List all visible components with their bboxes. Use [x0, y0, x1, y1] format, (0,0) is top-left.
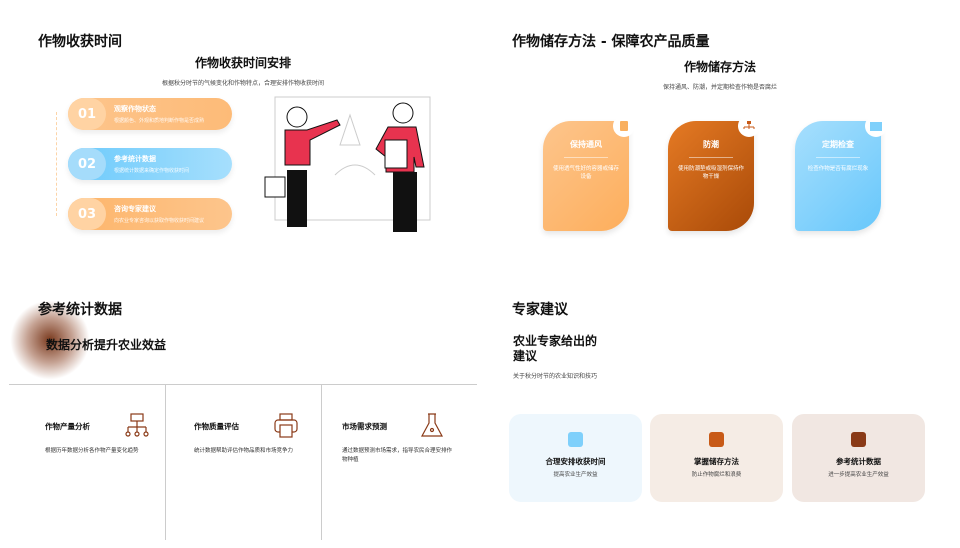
section-desc: 保持通风、防潮，并定期检查作物是否腐烂 — [662, 84, 777, 91]
timeline-line — [56, 112, 57, 216]
step-desc: 向农业专家咨询以获取作物收获时间建议 — [114, 218, 205, 224]
column-desc: 通过数据预测市场需求，指导农民合理安排作物种植 — [342, 448, 453, 463]
stats-column: 作物产量分析 根据历年数据分析各作物产量变化趋势 — [45, 385, 155, 540]
image-icon — [865, 115, 887, 137]
card-title: 定期检查 — [822, 140, 854, 149]
section-heading: 农业专家给出的建议 — [513, 334, 598, 363]
step-3: 03 咨询专家建议向农业专家咨询以获取作物收获时间建议 — [68, 198, 232, 230]
step-title: 参考统计数据 — [114, 155, 156, 163]
column-desc: 根据历年数据分析各作物产量变化趋势 — [45, 448, 139, 454]
card-title: 防潮 — [703, 140, 719, 149]
advice-card: 合理安排收获时间 提高农业生产效益 — [509, 414, 642, 502]
card-desc: 提高农业生产效益 — [553, 472, 598, 478]
step-desc: 根据颜色、外观和质地判断作物是否成熟 — [114, 118, 205, 124]
chat-icon — [851, 432, 866, 447]
advice-card: 参考统计数据 进一步提高农业生产效益 — [792, 414, 925, 502]
section-desc: 关于秋分时节的农业知识和技巧 — [513, 373, 598, 380]
column-title: 市场需求预测 — [342, 422, 387, 431]
inbox-icon — [568, 432, 583, 447]
section-subtitle: 作物储存方法 — [683, 60, 756, 74]
stats-column: 市场需求预测 通过数据预测市场需求，指导农民合理安排作物种植 — [342, 385, 452, 540]
printer-icon — [274, 413, 298, 438]
step-desc: 根据统计数据来确定作物收获时间 — [114, 168, 190, 174]
card-title: 合理安排收获时间 — [545, 457, 606, 466]
card-desc: 使用透气性好的容器或储存设备 — [552, 166, 619, 181]
section-desc: 根据秋分时节的气候变化和作物特点，合理安排作物收获时间 — [161, 80, 324, 87]
card-desc: 检查作物是否有腐烂现象 — [807, 166, 869, 172]
card-title: 保持通风 — [570, 140, 602, 149]
divider — [321, 385, 322, 540]
decorative-blur — [10, 300, 90, 380]
harvest-slide: 作物收获时间 作物收获时间安排 根据秋分时节的气候变化和作物特点，合理安排作物收… — [0, 0, 480, 274]
card-desc: 防止作物腐烂和浪费 — [691, 472, 742, 478]
slide-title: 专家建议 — [512, 302, 568, 318]
column-title: 作物质量评估 — [194, 422, 239, 431]
hierarchy-icon — [125, 413, 149, 437]
hierarchy-icon — [738, 115, 760, 137]
card-title: 掌握储存方法 — [694, 457, 739, 466]
flask-icon — [420, 413, 444, 437]
advice-card: 掌握储存方法 防止作物腐烂和浪费 — [650, 414, 783, 502]
gear-icon — [709, 432, 724, 447]
step-number: 03 — [68, 198, 106, 230]
card-title: 参考统计数据 — [836, 457, 881, 466]
section-subtitle: 数据分析提升农业效益 — [46, 338, 167, 352]
step-number: 02 — [68, 148, 106, 180]
divider — [9, 384, 477, 385]
card-desc: 使用防潮垫或吸湿剂保持作物干燥 — [677, 166, 744, 181]
storage-slide: 作物储存方法 - 保障农产品质量 作物储存方法 保持通风、防潮，并定期检查作物是… — [480, 0, 960, 274]
slide-title: 作物储存方法 - 保障农产品质量 — [512, 34, 710, 50]
slide-title: 参考统计数据 — [38, 302, 122, 318]
section-subtitle: 作物收获时间安排 — [194, 56, 291, 70]
storage-card: 防潮使用防潮垫或吸湿剂保持作物干燥 — [668, 115, 760, 231]
divider — [165, 385, 166, 540]
step-number: 01 — [68, 98, 106, 130]
column-desc: 统计数据帮助评估作物品质和市场竞争力 — [194, 448, 294, 454]
step-2: 02 参考统计数据根据统计数据来确定作物收获时间 — [68, 148, 232, 180]
step-1: 01 观察作物状态根据颜色、外观和质地判断作物是否成熟 — [68, 98, 232, 130]
slide-title: 作物收获时间 — [38, 34, 122, 50]
storage-card: 定期检查检查作物是否有腐烂现象 — [795, 115, 887, 231]
column-title: 作物产量分析 — [45, 422, 90, 431]
storage-card: 保持通风使用透气性好的容器或储存设备 — [543, 115, 635, 231]
card-desc: 进一步提高农业生产效益 — [828, 472, 889, 478]
stats-column: 作物质量评估 统计数据帮助评估作物品质和市场竞争力 — [194, 385, 304, 540]
step-title: 观察作物状态 — [114, 105, 156, 113]
file-icon — [613, 115, 635, 137]
step-title: 咨询专家建议 — [114, 205, 156, 213]
presentation-illustration — [264, 96, 431, 232]
